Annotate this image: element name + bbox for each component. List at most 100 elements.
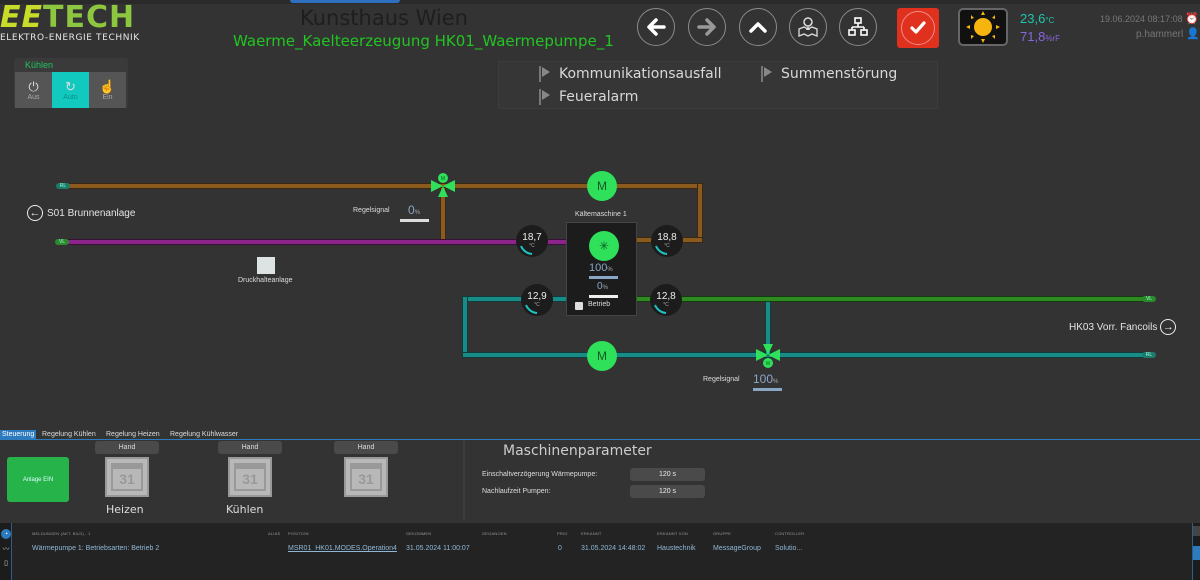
- header-prio[interactable]: PRIO: [557, 531, 568, 536]
- mode-aus-button[interactable]: ⏻Aus: [15, 72, 52, 108]
- three-way-valve-top[interactable]: M: [430, 172, 456, 198]
- clock-icon: ⏰: [1185, 13, 1199, 25]
- mode-ein-button[interactable]: ☝Ein: [89, 72, 126, 108]
- link-hk03-fancoils[interactable]: HK03 Vorr. Fancoils→: [1069, 319, 1177, 335]
- temperature-unit: °C: [1045, 16, 1055, 25]
- header-gegangen[interactable]: GEGANGEN: [482, 531, 507, 536]
- three-way-valve-bottom[interactable]: W: [755, 343, 781, 369]
- user-name: p.hammerl: [1136, 29, 1184, 40]
- betrieb-checkbox[interactable]: [575, 302, 583, 310]
- machine-parameters-title: Maschinenparameter: [503, 443, 652, 459]
- link-s01-brunnenanlage[interactable]: ←S01 Brunnenanlage: [27, 205, 135, 221]
- temp-sensor-4[interactable]: 12,8°C: [650, 284, 682, 316]
- schedule-calendar-heizen[interactable]: 31: [105, 457, 149, 497]
- weather-widget[interactable]: [958, 8, 1008, 46]
- back-button[interactable]: [637, 8, 675, 46]
- message-sidebar: ◔ 〰 ▯: [0, 523, 12, 580]
- pump-top[interactable]: M: [587, 171, 617, 201]
- sensor-arc: [525, 304, 538, 314]
- alarm-label: Kommunikationsausfall: [559, 66, 722, 82]
- rail-tab-1[interactable]: [1193, 526, 1200, 536]
- header-meldungen[interactable]: MELDUNGEN (AKT. BILD) - 1: [32, 531, 91, 536]
- alarm-feueralarm[interactable]: Feueralarm: [539, 89, 638, 105]
- pump-bottom[interactable]: M: [587, 341, 617, 371]
- tab-regelung-kuehlen[interactable]: Regelung Kühlen: [42, 431, 96, 438]
- anlage-ein-button[interactable]: Anlage EIN: [7, 457, 69, 502]
- sensor-arc: [520, 245, 533, 255]
- valve-port-left: [431, 180, 443, 192]
- top-strip: [0, 0, 1200, 4]
- param-label-nachlaufzeit: Nachlaufzeit Pumpen:: [482, 488, 551, 495]
- hand-button-kuehlen[interactable]: Hand: [218, 441, 282, 454]
- header-gruppe[interactable]: GRUPPE: [713, 531, 732, 536]
- header-position[interactable]: POSITION: [288, 531, 309, 536]
- header-erkannt[interactable]: ERKANNT: [581, 531, 602, 536]
- schedule-calendar-kuehlen[interactable]: 31: [228, 457, 272, 497]
- datetime: 19.06.2024 08:17:08 ⏰: [1100, 12, 1199, 25]
- alarm-summenstoerung[interactable]: Summenstörung: [761, 66, 897, 82]
- temp-sensor-1[interactable]: 18,7°C: [516, 225, 548, 257]
- book-icon[interactable]: ▯: [4, 560, 8, 567]
- map-button[interactable]: [789, 8, 827, 46]
- param-value-einschaltverzoegerung[interactable]: 120 s: [630, 468, 705, 481]
- header-controller[interactable]: CONTROLLER: [775, 531, 805, 536]
- param-value-nachlaufzeit[interactable]: 120 s: [630, 485, 705, 498]
- mode-selector: Kühlen ⏻Aus ↻Auto ☝Ein: [14, 58, 128, 108]
- tab-steuerung[interactable]: Steuerung: [0, 430, 37, 440]
- signal-unit: %: [773, 379, 779, 385]
- acknowledge-ring: [901, 11, 935, 45]
- calendar-day: 31: [242, 471, 258, 487]
- chiller-panel[interactable]: ✳ 100% 0% Betrieb: [566, 222, 637, 316]
- regelsignal-value-top: 0%: [408, 203, 420, 217]
- trend-icon[interactable]: 〰: [2, 546, 10, 553]
- calendar-icon: 31: [350, 463, 382, 491]
- hierarchy-button[interactable]: [839, 8, 877, 46]
- forward-button[interactable]: [688, 8, 726, 46]
- acknowledge-button[interactable]: [897, 8, 939, 48]
- pipe-return-source-vertical: [698, 184, 702, 241]
- hand-button-3[interactable]: Hand: [334, 441, 398, 454]
- alarm-panel: Kommunikationsausfall Summenstörung Feue…: [498, 61, 938, 109]
- schedule-label-heizen: Heizen: [106, 503, 144, 516]
- schedule-calendar-3[interactable]: 31: [344, 457, 388, 497]
- up-button[interactable]: [739, 8, 777, 46]
- valve-port-bottom: [438, 186, 448, 197]
- hand-icon: ☝: [99, 78, 116, 94]
- flag-icon: [539, 66, 553, 82]
- current-user[interactable]: p.hammerl 👤: [1136, 27, 1200, 40]
- hand-button-heizen[interactable]: Hand: [95, 441, 159, 454]
- chiller-value-1: 100%: [589, 262, 613, 274]
- chiller-bar-1: [589, 276, 618, 279]
- mode-ein-label: Ein: [102, 93, 113, 101]
- header-alias[interactable]: ALIAS: [268, 531, 281, 536]
- header-gekommen[interactable]: GEKOMMEN: [406, 531, 432, 536]
- pipe-supply-source: [62, 240, 566, 244]
- humidity-value: 71,8: [1020, 29, 1046, 44]
- arrow-right-circle-icon: →: [1160, 319, 1177, 335]
- sensor-value: 18,8: [657, 232, 677, 243]
- temperature-value: 23,6: [1020, 11, 1046, 26]
- alarm-list-icon[interactable]: ◔: [1, 529, 11, 539]
- cell-gekommen: 31.05.2024 11:00:07: [406, 545, 470, 552]
- mode-auto-button[interactable]: ↻Auto: [52, 72, 89, 108]
- calendar-day: 31: [119, 471, 135, 487]
- regelsignal-value-bottom: 100%: [753, 372, 778, 386]
- druckhalteanlage-box[interactable]: [257, 257, 275, 274]
- datetime-text: 19.06.2024 08:17:08: [1100, 14, 1183, 24]
- regelsignal-bar-top: [400, 219, 429, 222]
- temp-sensor-2[interactable]: 18,8°C: [651, 225, 683, 257]
- logo-subtitle: ELEKTRO-ENERGIE TECHNIK: [0, 33, 140, 43]
- cell-position[interactable]: MSR01_HK01.MODES.Operation4: [288, 545, 397, 552]
- alarm-kommunikationsausfall[interactable]: Kommunikationsausfall: [539, 66, 722, 82]
- page-subtitle: Waerme_Kaelteerzeugung HK01_Waermepumpe_…: [233, 32, 614, 50]
- arrow-right-icon: [697, 18, 716, 36]
- tab-regelung-kuehlwasser[interactable]: Regelung Kühlwasser: [170, 431, 239, 438]
- cell-prio: 0: [558, 545, 562, 552]
- browser-tab-indicator[interactable]: [290, 0, 400, 3]
- rail-tab-2[interactable]: [1193, 546, 1200, 560]
- header-erkannt-von[interactable]: ERKANNT VON: [657, 531, 689, 536]
- temp-sensor-3[interactable]: 12,9°C: [521, 284, 553, 316]
- tab-regelung-heizen[interactable]: Regelung Heizen: [106, 431, 160, 438]
- alarm-label: Summenstörung: [781, 66, 898, 82]
